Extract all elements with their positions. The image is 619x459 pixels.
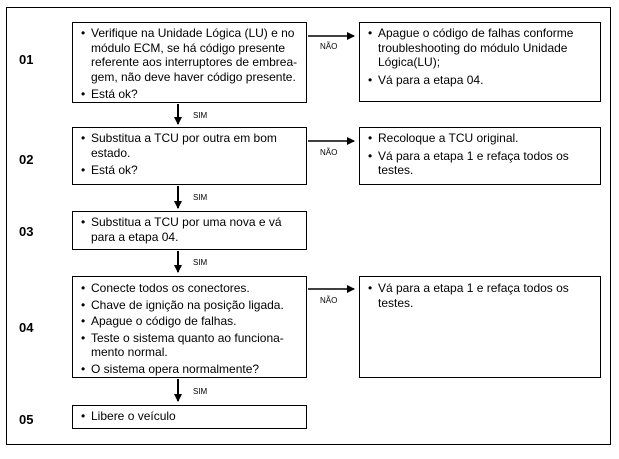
no-action-item: Recoloque a TCU original. [366,131,594,146]
no-action-box-step-04: Vá para a etapa 1 e refaça todos os test… [359,276,601,378]
action-item: Chave de ignição na posição ligada. [79,298,300,313]
action-item: Está ok? [79,163,300,178]
no-action-box-step-02: Recoloque a TCU original. Vá para a etap… [359,127,601,185]
action-box-step-02: Substitua a TCU por outra em bom estado.… [72,127,307,185]
action-box-step-04: Conecte todos os conectores. Chave de ig… [72,276,307,378]
action-item: Está ok? [79,87,300,102]
no-action-item: Vá para a etapa 04. [366,73,594,88]
yes-label-step-03: SIM [193,258,208,267]
step-number-05: 05 [19,412,34,427]
step-number-03: 03 [19,224,34,239]
action-item: Libere o veículo [79,409,300,424]
step-number-02: 02 [19,152,34,167]
yes-label-step-02: SIM [193,193,208,202]
action-item: Substitua a TCU por uma nova e vá para a… [79,215,300,244]
no-label-step-01: NÃO [320,42,338,51]
action-box-step-03: Substitua a TCU por uma nova e vá para a… [72,211,307,250]
no-label-step-02: NÃO [320,148,338,157]
no-label-step-04: NÃO [320,296,338,305]
step-number-01: 01 [19,52,34,67]
yes-label-step-01: SIM [193,111,208,120]
no-action-item: Apague o código de falhas conforme troub… [366,26,594,70]
action-box-step-05: Libere o veículo [72,405,307,429]
step-number-04: 04 [19,320,34,335]
action-item: Conecte todos os conectores. [79,281,300,296]
no-action-item: Vá para a etapa 1 e refaça todos os test… [366,281,594,310]
action-item: Teste o sistema quanto ao funciona-mento… [79,331,300,360]
action-item: O sistema opera normalmente? [79,362,300,377]
action-item: Verifique na Unidade Lógica (LU) e no mó… [79,26,300,84]
flowchart-frame [6,7,611,445]
action-item: Apague o código de falhas. [79,314,300,329]
no-action-box-step-01: Apague o código de falhas conforme troub… [359,22,601,102]
no-action-item: Vá para a etapa 1 e refaça todos os test… [366,149,594,178]
action-box-step-01: Verifique na Unidade Lógica (LU) e no mó… [72,22,307,103]
action-item: Substitua a TCU por outra em bom estado. [79,131,300,160]
yes-label-step-04: SIM [193,387,208,396]
